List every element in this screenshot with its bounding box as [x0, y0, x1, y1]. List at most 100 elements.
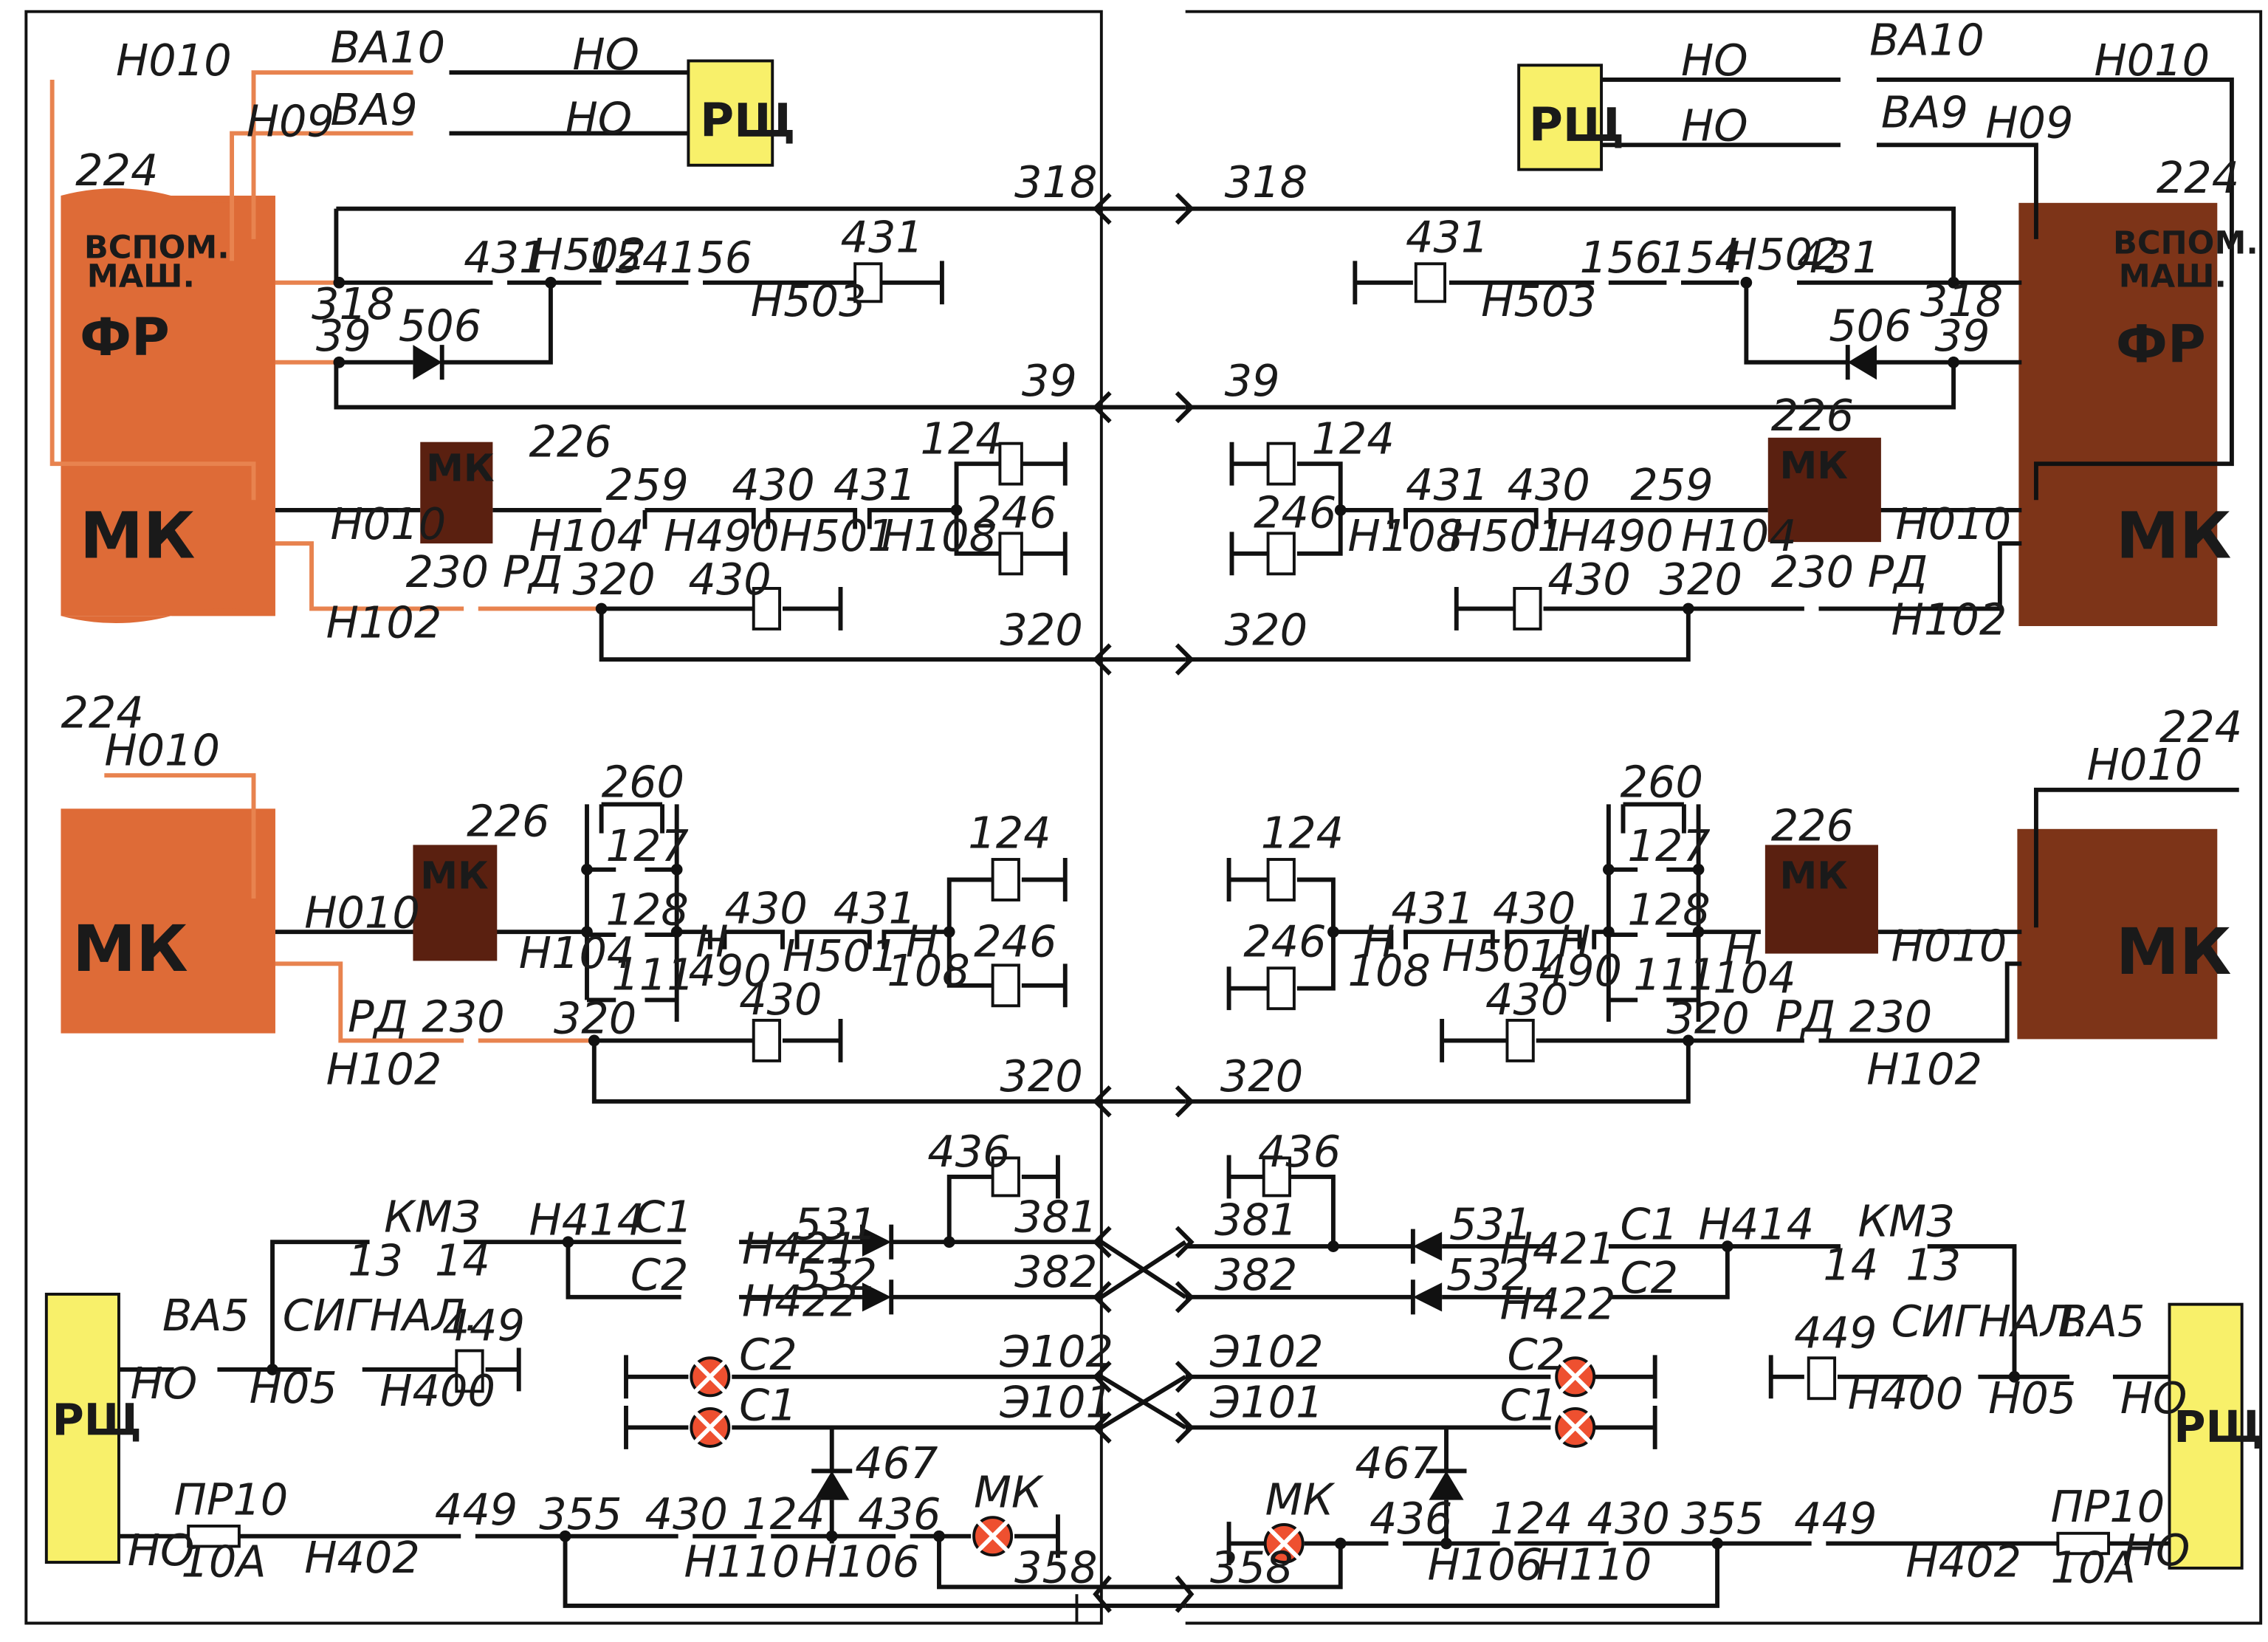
label-n010: Н010	[331, 498, 447, 549]
label-signal: СИГНАЛ.	[283, 1290, 478, 1341]
label-430: 430	[1547, 554, 1630, 605]
label-n09: Н09	[247, 96, 334, 147]
label-436: 436	[858, 1488, 941, 1539]
rsch-label: РЩ	[1529, 97, 1624, 151]
label-154: 154	[1660, 232, 1742, 283]
label-230rd: 230 РД	[1771, 546, 1928, 597]
mk-coil-label: МК	[1779, 854, 1847, 898]
right-middle-section: МК 224 Н010 МК 226 124 246 431 430 Н 108…	[1185, 701, 2242, 1104]
label-111: 111	[1633, 949, 1716, 1000]
label-n104: Н104	[519, 927, 635, 978]
label-c2: С2	[630, 1249, 689, 1300]
label-km3: КМЗ	[384, 1191, 480, 1242]
label-436: 436	[927, 1126, 1010, 1177]
label-n503: Н503	[1481, 275, 1597, 326]
label-pr10: ПР10	[174, 1474, 289, 1525]
label-156: 156	[1580, 232, 1663, 283]
label-km3: КМЗ	[1858, 1195, 1953, 1246]
label-mk-lamp: МК	[974, 1466, 1044, 1517]
label-ba9: ВА9	[331, 84, 418, 135]
label-430: 430	[1493, 882, 1575, 933]
label-n502: Н502	[1725, 229, 1841, 280]
label-ba5: ВА5	[2058, 1296, 2145, 1347]
label-c1: С1	[1500, 1380, 1559, 1431]
label-246: 246	[1254, 487, 1336, 538]
label-128: 128	[606, 884, 689, 935]
left-control-block	[61, 195, 275, 616]
label-382: 382	[1214, 1249, 1297, 1300]
label-224: 224	[61, 687, 143, 738]
label-n402: Н402	[1906, 1536, 2021, 1587]
left-middle-section: МК 224 Н010 МК 226 Н010 Н104 260 127 128…	[61, 687, 1102, 1104]
lamp-c1-right	[1555, 1407, 1596, 1448]
right-control-block	[2018, 202, 2218, 626]
label-246: 246	[974, 916, 1056, 967]
label-431: 431	[1797, 232, 1880, 283]
label-n0: НО	[1681, 100, 1748, 151]
label-n400: Н400	[379, 1365, 495, 1416]
mk-label: МК	[2116, 916, 2232, 989]
label-431: 431	[834, 882, 916, 933]
label-n502: Н502	[530, 229, 646, 280]
label-449: 449	[442, 1300, 525, 1351]
label-n0: НО	[2120, 1373, 2188, 1423]
label-13: 13	[1906, 1239, 1961, 1290]
label-n010: Н010	[1896, 498, 2012, 549]
label-39: 39	[1022, 355, 1077, 406]
right-bottom-section: РЩ 436 381 382 531 Н421 С1 Н414 532 Н422…	[1185, 1126, 2264, 1608]
label-320: 320	[1660, 554, 1742, 605]
rsch-label: РЩ	[2174, 1401, 2263, 1452]
label-n0: НО	[128, 1525, 195, 1576]
label-124: 124	[1490, 1493, 1573, 1544]
label-n: Н	[906, 916, 938, 967]
label-431: 431	[1391, 882, 1474, 933]
label-n421: Н421	[742, 1223, 858, 1274]
label-n0: НО	[131, 1358, 198, 1409]
label-n104: Н104	[1681, 510, 1797, 561]
label-226: 226	[1771, 800, 1854, 851]
mk-label: МК	[80, 500, 196, 574]
label-246: 246	[974, 487, 1056, 538]
label-39: 39	[316, 310, 371, 361]
label-ba9: ВА9	[1881, 87, 1968, 138]
label-320: 320	[572, 554, 655, 605]
label-rd230: РД 230	[1776, 992, 1933, 1042]
label-124: 124	[742, 1488, 825, 1539]
mk-coil-mid-right	[1764, 845, 1878, 954]
label-c1: С1	[635, 1191, 693, 1242]
rsch-box-top-right	[1517, 63, 1604, 171]
label-n110: Н110	[1536, 1539, 1652, 1590]
label-358: 358	[1014, 1542, 1097, 1593]
rsch-label: РЩ	[52, 1394, 142, 1445]
right-top-section: РЩ МК НО ВА10 Н010 НО ВА9 Н09 224 ВСПОМ.…	[1185, 15, 2258, 662]
label-320: 320	[1225, 605, 1307, 656]
mk-label: МК	[72, 913, 188, 986]
label-318: 318	[1225, 157, 1307, 207]
label-224: 224	[2157, 152, 2239, 203]
label-n05: Н05	[1988, 1373, 2076, 1423]
label-430: 430	[724, 882, 807, 933]
label-n422: Н422	[1500, 1278, 1616, 1329]
label-e101: Э101	[999, 1377, 1113, 1428]
label-430: 430	[688, 554, 771, 605]
rsch-box-bottom-left	[44, 1292, 120, 1564]
label-n: Н	[1725, 923, 1757, 974]
label-n010: Н010	[104, 724, 220, 775]
mk-label: МК	[2116, 500, 2232, 574]
label-124: 124	[920, 413, 1003, 464]
label-n102: Н102	[1866, 1043, 1982, 1094]
label-n104: Н104	[529, 510, 645, 561]
label-e102: Э102	[999, 1326, 1113, 1377]
label-318: 318	[1014, 157, 1097, 207]
label-104: 104	[1713, 952, 1796, 1003]
label-358: 358	[1210, 1542, 1293, 1593]
label-430: 430	[645, 1488, 728, 1539]
label-320: 320	[1220, 1051, 1303, 1102]
label-n501: Н501	[1449, 510, 1565, 561]
label-381: 381	[1014, 1191, 1097, 1242]
mk-coil-mid-left	[413, 845, 498, 961]
label-382: 382	[1014, 1246, 1097, 1297]
label-c1: С1	[739, 1380, 797, 1431]
label-n05: Н05	[250, 1362, 337, 1413]
label-n09: Н09	[1985, 97, 2073, 148]
